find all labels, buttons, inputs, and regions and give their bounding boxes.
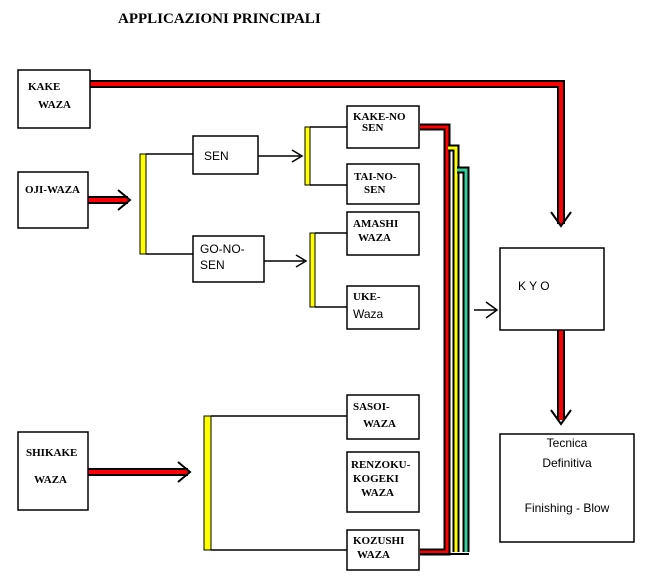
oji-arrow [88,189,132,211]
node-uke-waza: UKE- Waza [346,285,420,330]
collector-lines [420,123,499,556]
node-label: KOGEKI [353,473,399,485]
node-label: Definitiva [542,456,592,470]
node-label: WAZA [363,418,396,430]
node-renzoku-kogeki-waza: RENZOKU- KOGEKI WAZA [346,451,420,513]
node-kake-no-sen: KAKE-NO SEN [346,105,420,149]
node-label: WAZA [38,99,71,111]
node-label: SEN [362,122,383,134]
node-label: TAI-NO- [354,171,397,183]
node-tai-no-sen: TAI-NO- SEN [346,163,420,205]
node-label: SEN [204,149,229,163]
node-go-no-sen: GO-NO- SEN [192,235,265,283]
node-oji-waza: OJI-WAZA [17,171,89,229]
node-label: Waza [353,307,384,321]
node-label: GO-NO- [200,242,245,256]
kyo-to-tecnica-arrow [550,330,572,426]
node-kyo: K Y O [499,247,605,331]
node-label: OJI-WAZA [25,184,80,196]
page-title: APPLICAZIONI PRINCIPALI [118,11,321,27]
node-label: K Y O [518,279,550,293]
node-label: SASOI- [353,401,390,413]
oji-bracket [139,153,193,255]
node-label: SHIKAKE [26,447,77,459]
node-label: AMASHI [353,218,398,230]
node-label: WAZA [358,232,391,244]
node-kake-waza: KAKE WAZA [17,69,91,129]
node-label: Finishing - Blow [525,501,610,515]
node-label: UKE- [353,291,381,303]
node-shikake-waza: SHIKAKE WAZA [17,431,89,511]
sen-connector [258,126,347,186]
node-label: WAZA [34,474,67,486]
node-sasoi-waza: SASOI- WAZA [346,394,420,440]
node-label: SEN [364,184,385,196]
node-kozushi-waza: KOZUSHI WAZA [346,529,420,571]
node-label: Tecnica [547,436,588,450]
node-label: RENZOKU- [351,459,411,471]
shikake-bracket [203,415,348,551]
node-tecnica-definitiva: Tecnica Definitiva Finishing - Blow [499,433,635,543]
node-label: WAZA [357,549,390,561]
node-label: SEN [200,258,225,272]
kake-to-kyo-arrow [90,80,572,228]
node-label: KAKE-NO [353,111,406,123]
node-label: WAZA [361,487,394,499]
node-amashi-waza: AMASHI WAZA [346,211,420,256]
node-label: KOZUSHI [353,535,404,547]
node-label: KAKE [28,81,60,93]
go-no-sen-connector [264,232,347,308]
node-sen: SEN [192,135,259,175]
shikake-arrow [88,461,192,483]
